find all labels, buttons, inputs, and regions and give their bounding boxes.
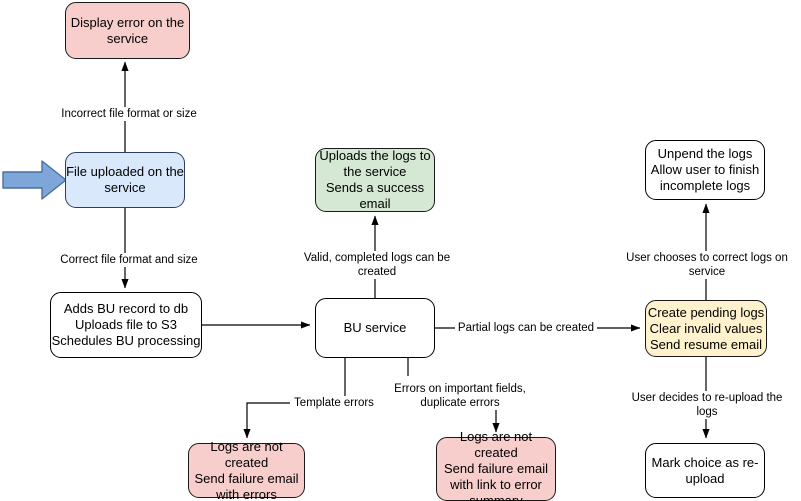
edge-label-incorrect-file-format: Incorrect file format or size [57,107,201,121]
node-display-error[interactable]: Display error on the service [65,2,190,59]
node-label: Create pending logs Clear invalid values… [647,304,765,352]
node-uploads-the-logs[interactable]: Uploads the logs to the service Sends a … [315,148,435,212]
node-unpend-the-logs[interactable]: Unpend the logs Allow user to finish inc… [645,140,765,200]
edge-label-user-decides-to-reupload: User decides to re-upload the logs [619,391,795,419]
node-label: Logs are not created Send failure email … [443,429,549,501]
node-file-uploaded-on-the-service[interactable]: File uploaded on the service [65,152,185,208]
node-label: Unpend the logs Allow user to finish inc… [650,146,760,193]
node-label: Display error on the service [70,14,185,46]
edge-label-errors-on-important-fields: Errors on important fields, duplicate er… [392,382,528,410]
node-logs-not-created-with-errors[interactable]: Logs are not created Send failure email … [188,439,305,501]
node-label: Uploads the logs to the service Sends a … [319,148,431,211]
node-adds-bu-record[interactable]: Adds BU record to db Uploads file to S3 … [50,292,202,358]
node-create-pending-logs[interactable]: Create pending logs Clear invalid values… [645,300,767,357]
edge-label-user-chooses-to-correct: User chooses to correct logs on service [609,251,801,279]
edge-label-partial-logs: Partial logs can be created [455,321,597,335]
edge-label-valid-completed-logs: Valid, completed logs can be created [284,251,470,279]
entry-arrow-icon [2,160,67,200]
edge-label-template-errors: Template errors [290,396,378,410]
node-label: Logs are not created Send failure email … [194,438,299,501]
node-logs-not-created-error-summary[interactable]: Logs are not created Send failure email … [436,429,556,501]
node-label: Adds BU record to db Uploads file to S3 … [51,301,201,348]
node-mark-choice-as-re-upload[interactable]: Mark choice as re- upload [645,443,765,498]
node-label: BU service [343,320,407,335]
node-label: File uploaded on the service [66,164,184,195]
node-bu-service[interactable]: BU service [315,298,435,358]
node-label: Mark choice as re- upload [651,454,759,486]
edge-label-correct-file-format: Correct file format and size [57,253,201,267]
